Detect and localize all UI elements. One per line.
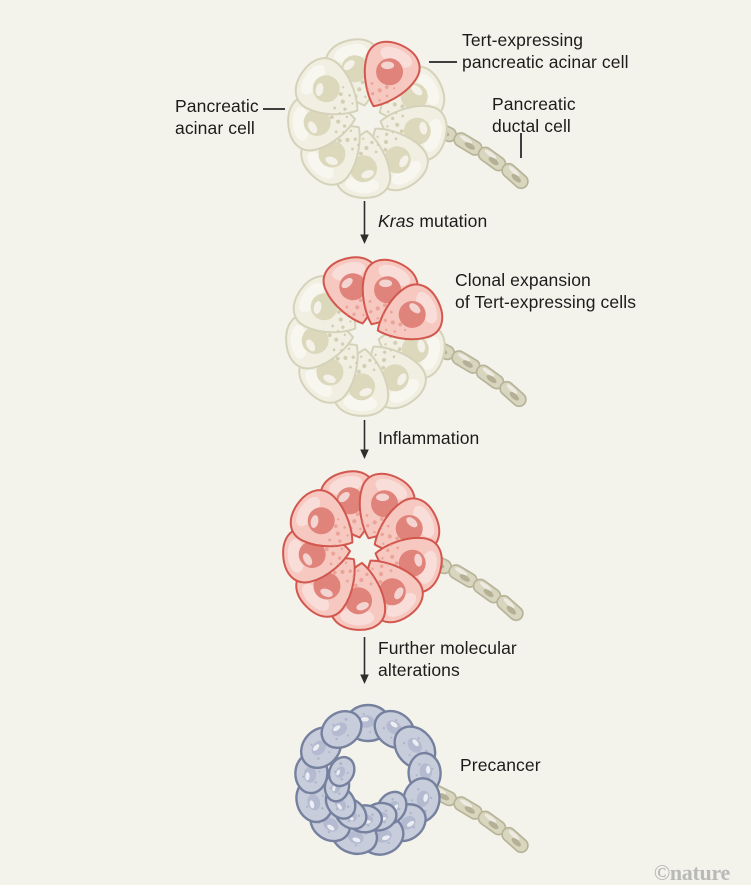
- cell-nucleus: [381, 364, 409, 392]
- step-label-further-alterations: Further molecular alterations: [378, 638, 517, 680]
- down-arrow-kras: [360, 201, 369, 244]
- ductal-cell-segment: [475, 364, 505, 390]
- ductal-cell-segment: [501, 826, 529, 854]
- step-label-kras-mutation: Kras mutation: [378, 211, 487, 233]
- ductal-cell-segment: [501, 162, 529, 190]
- footer-strip: [0, 885, 751, 894]
- label-tert-expressing-cell: Tert-expressing pancreatic acinar cell: [462, 30, 629, 72]
- cell-nucleus: [400, 815, 416, 830]
- down-arrow-inflammation: [360, 420, 369, 459]
- ductal-cell-segment: [496, 594, 524, 622]
- precancer-cell: [320, 709, 363, 750]
- nature-watermark: ©nature: [653, 860, 731, 885]
- cell-nucleus: [323, 817, 339, 832]
- leader-line-tert-cell: [429, 61, 457, 63]
- acinar-cell: [294, 57, 359, 116]
- leader-line-acinar-cell: [263, 108, 285, 110]
- pancreatic-duct: [426, 783, 529, 854]
- cell-nucleus: [378, 578, 406, 606]
- cell-nucleus: [407, 737, 422, 753]
- label-clonal-expansion: Clonal expansion of Tert-expressing cell…: [455, 270, 637, 312]
- cell-nucleus: [383, 146, 411, 174]
- tert-expressing-acinar-cell: [373, 497, 441, 555]
- label-ductal-cell: Pancreatic ductal cell: [492, 94, 576, 136]
- tert-expressing-acinar-cell: [363, 40, 421, 108]
- pancreatic-duct: [426, 119, 529, 190]
- tert-expressing-acinar-cell: [376, 283, 444, 341]
- precancer-cell: [327, 755, 356, 788]
- cell-nucleus: [375, 829, 392, 843]
- normal-acinus-illustration: [287, 38, 529, 199]
- step-label-kras-rest: mutation: [414, 211, 488, 231]
- down-arrow-further-alterations: [360, 637, 369, 684]
- ductal-cell-segment: [499, 380, 527, 408]
- cell-nucleus: [311, 740, 327, 756]
- leader-line-ductal-cell: [520, 133, 522, 158]
- inflamed-acinus-illustration: [282, 470, 524, 631]
- tert-expressing-acinar-cell: [329, 561, 387, 631]
- kras-gene-name: Kras: [378, 211, 415, 231]
- pancreatic-duct: [424, 337, 527, 408]
- precancer-lesion-illustration: [294, 703, 529, 856]
- clonal-expansion-acinus-illustration: [285, 256, 527, 417]
- label-acinar-cell: Pancreatic acinar cell: [175, 96, 259, 138]
- label-precancer: Precancer: [460, 755, 541, 775]
- ductal-cell-segment: [477, 810, 507, 836]
- tert-expressing-acinar-cell: [289, 489, 354, 548]
- cell-nucleus: [331, 722, 347, 737]
- ductal-cell-segment: [472, 578, 502, 604]
- step-label-inflammation: Inflammation: [378, 428, 480, 448]
